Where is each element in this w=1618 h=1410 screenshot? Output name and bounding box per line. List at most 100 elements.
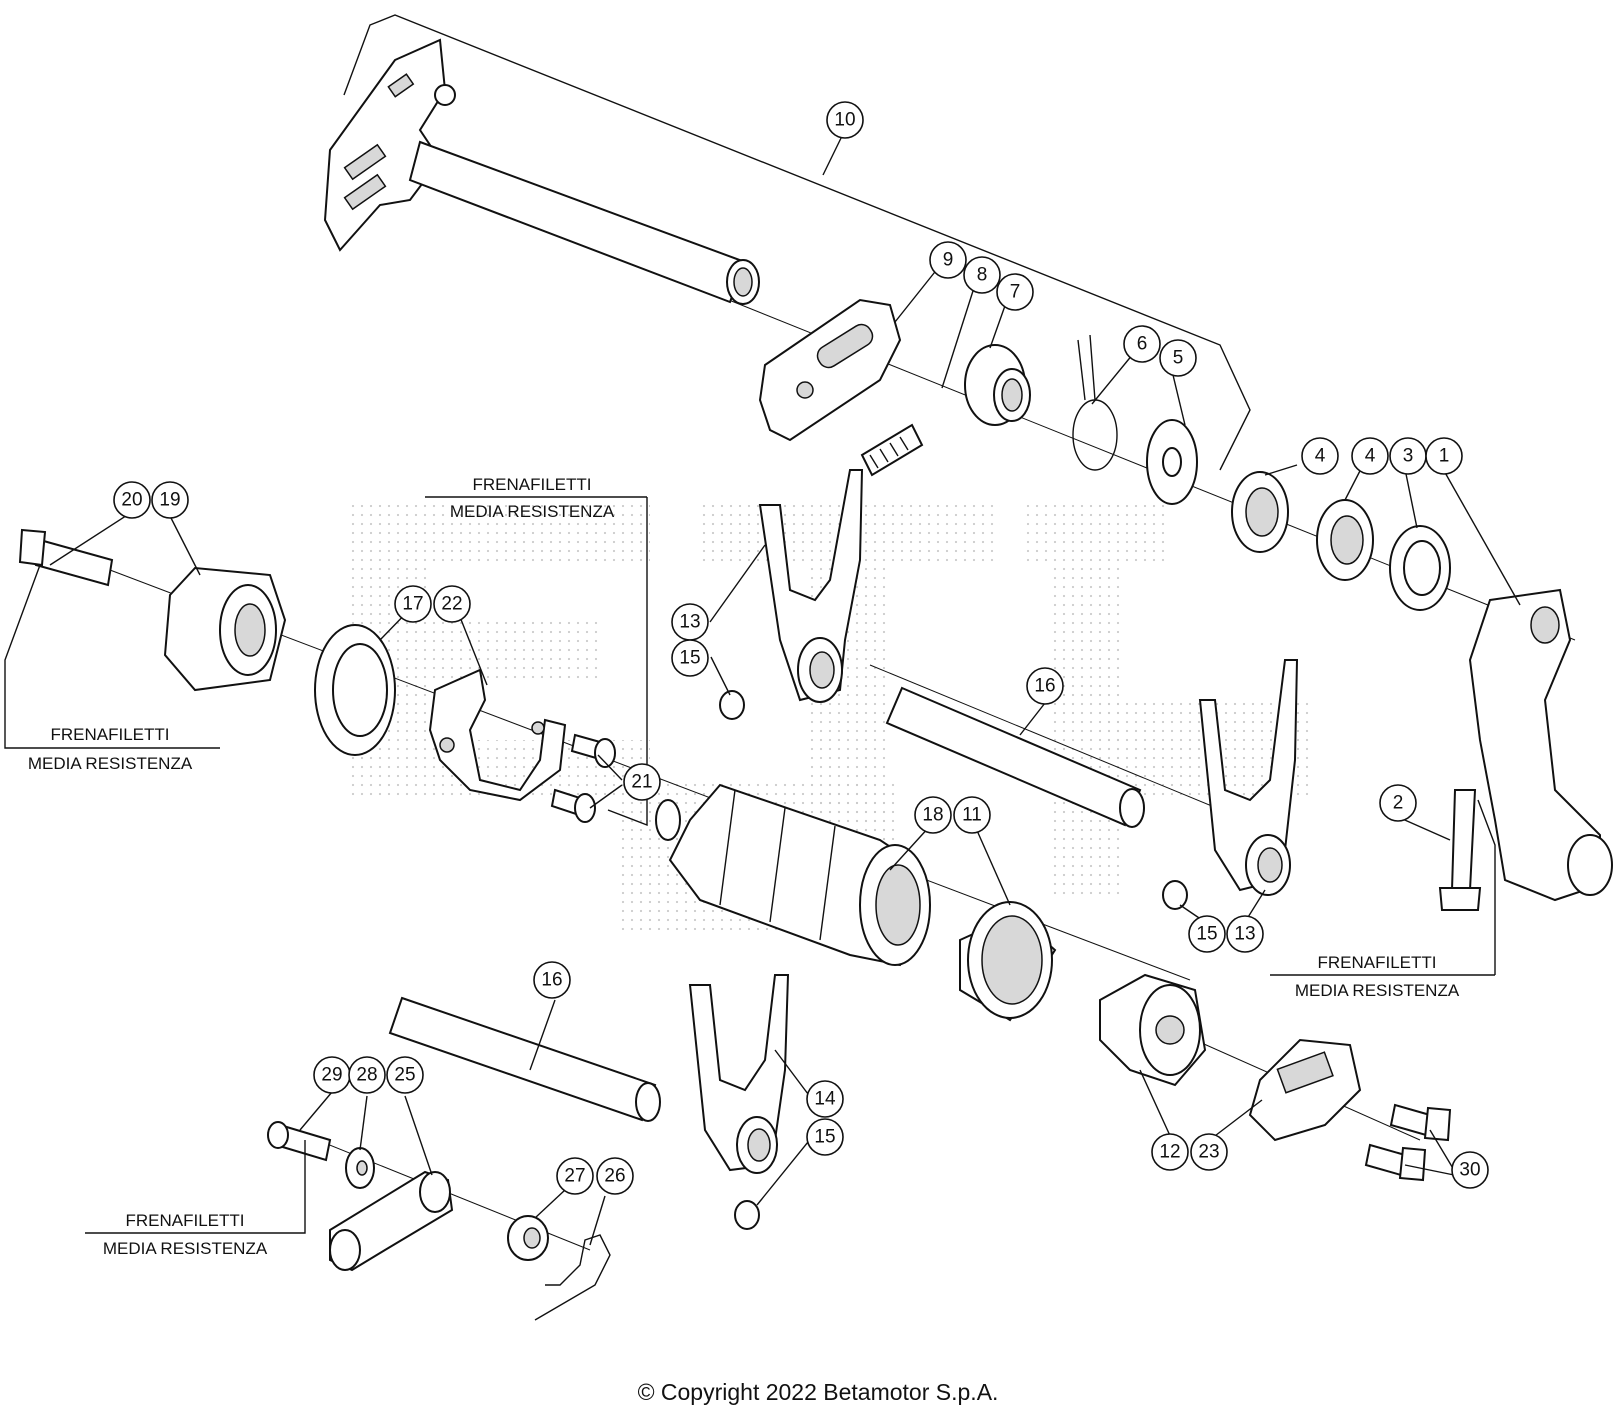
assembly-bracket <box>343 14 1251 471</box>
threadlocker-note-left: FRENAFILETTI MEDIA RESISTENZA <box>28 725 193 773</box>
shift-drum-part <box>655 783 931 967</box>
oil-seal-part <box>1389 525 1451 611</box>
screw-part-a <box>570 733 616 768</box>
callout-circle <box>151 481 189 519</box>
note-line1: FRENAFILETTI <box>125 1211 244 1230</box>
callout-number: 15 <box>1196 924 1217 945</box>
callout-number: 18 <box>922 805 943 826</box>
callout-number: 10 <box>834 110 855 131</box>
callout-number: 25 <box>394 1065 415 1086</box>
callout-10: 10 <box>826 101 864 139</box>
callout-circle <box>1451 1151 1489 1189</box>
threadlocker-note-bottom: FRENAFILETTI MEDIA RESISTENZA <box>103 1211 268 1258</box>
callout-15: 15 <box>1188 915 1226 953</box>
note-line1: FRENAFILETTI <box>1317 953 1436 972</box>
callout-circle <box>113 481 151 519</box>
callout-20: 20 <box>113 481 151 519</box>
fork-shaft-lower <box>388 996 661 1122</box>
callout-number: 29 <box>321 1065 342 1086</box>
callout-circle <box>996 273 1034 311</box>
shift-shaft-part <box>323 38 760 305</box>
callout-circle <box>1188 915 1226 953</box>
bolt-part-right <box>1438 789 1482 911</box>
callout-number: 8 <box>977 265 988 286</box>
callout-number: 20 <box>121 490 142 511</box>
callout-number: 9 <box>943 250 954 271</box>
callout-number: 12 <box>1159 1142 1180 1163</box>
callout-number: 21 <box>631 772 652 793</box>
callout-23: 23 <box>1190 1133 1228 1171</box>
callout-circle <box>929 241 967 279</box>
callout-number: 4 <box>1315 446 1326 467</box>
lever-roller-part <box>507 1215 549 1261</box>
selector-lever-part <box>329 1170 454 1272</box>
callout-6: 6 <box>1123 325 1161 363</box>
callout-circle <box>963 256 1001 294</box>
fork-shaft-upper <box>885 686 1145 828</box>
callout-circle <box>1379 784 1417 822</box>
collar-part <box>964 344 1031 426</box>
callout-number: 13 <box>1234 924 1255 945</box>
callout-number: 13 <box>679 612 700 633</box>
callout-28: 28 <box>348 1056 386 1094</box>
callout-circle <box>596 1157 634 1195</box>
callout-15: 15 <box>806 1118 844 1156</box>
bearing-part-a <box>1231 471 1289 553</box>
shift-fork-upper-right <box>1198 659 1299 896</box>
callout-circle <box>623 763 661 801</box>
callout-number: 16 <box>541 970 562 991</box>
callout-4: 4 <box>1351 437 1389 475</box>
callout-number: 6 <box>1137 334 1148 355</box>
callout-number: 27 <box>564 1166 585 1187</box>
callout-number: 2 <box>1393 793 1404 814</box>
callout-circle <box>1151 1133 1189 1171</box>
callout-1: 1 <box>1425 437 1463 475</box>
callout-27: 27 <box>556 1157 594 1195</box>
callout-circle <box>1301 437 1339 475</box>
callout-circle <box>806 1118 844 1156</box>
callout-number: 4 <box>1365 446 1376 467</box>
note-line2: MEDIA RESISTENZA <box>450 502 615 521</box>
callout-22: 22 <box>433 585 471 623</box>
callout-circle <box>386 1056 424 1094</box>
callout-26: 26 <box>596 1157 634 1195</box>
callout-number: 17 <box>402 594 423 615</box>
callout-number: 5 <box>1173 348 1184 369</box>
plate-part <box>758 298 902 442</box>
position-sensor-part <box>1248 1038 1362 1142</box>
callout-circle <box>556 1157 594 1195</box>
threadlocker-note-right: FRENAFILETTI MEDIA RESISTENZA <box>1295 953 1460 1000</box>
drum-sensor-part <box>1099 973 1207 1087</box>
callout-number: 15 <box>814 1127 835 1148</box>
callout-25: 25 <box>386 1056 424 1094</box>
leader-lines <box>4 133 1521 1246</box>
callout-15: 15 <box>671 639 709 677</box>
callout-circle <box>914 796 952 834</box>
callout-29: 29 <box>313 1056 351 1094</box>
sensor-bolt-part-a <box>1389 1103 1452 1142</box>
note-line2: MEDIA RESISTENZA <box>103 1239 268 1258</box>
callout-number: 14 <box>814 1089 836 1110</box>
note-line2: MEDIA RESISTENZA <box>28 754 193 773</box>
callout-18: 18 <box>914 796 952 834</box>
callout-circle <box>1026 667 1064 705</box>
lever-bolt-part <box>267 1121 332 1162</box>
washer-part <box>1146 419 1198 505</box>
callout-30: 30 <box>1451 1151 1489 1189</box>
shift-lever-part <box>1468 588 1613 902</box>
callout-circle <box>394 585 432 623</box>
callout-13: 13 <box>1226 915 1264 953</box>
callout-circle <box>533 961 571 999</box>
callout-7: 7 <box>996 273 1034 311</box>
callout-8: 8 <box>963 256 1001 294</box>
spring-part <box>860 423 924 477</box>
shift-fork-upper-left <box>758 469 864 703</box>
torsion-spring-part <box>1072 334 1118 471</box>
threadlocker-note-center: FRENAFILETTI MEDIA RESISTENZA <box>450 475 615 521</box>
callout-circle <box>348 1056 386 1094</box>
callout-number: 7 <box>1010 282 1021 303</box>
callout-circle <box>1190 1133 1228 1171</box>
callout-3: 3 <box>1389 437 1427 475</box>
callout-circle <box>806 1080 844 1118</box>
fork-roller-a <box>719 690 745 720</box>
